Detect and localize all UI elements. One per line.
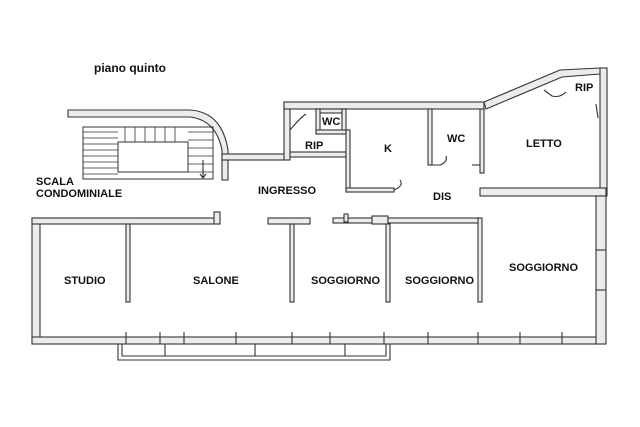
room-rip-left: RIP — [305, 140, 324, 152]
main-walls — [31, 195, 607, 345]
balcony — [117, 344, 391, 361]
doors — [289, 89, 599, 191]
room-dis: DIS — [433, 191, 452, 203]
windows — [125, 249, 606, 344]
room-rip-right: RIP — [575, 82, 594, 94]
room-wc-small: WC — [322, 116, 341, 128]
upper-walls — [221, 67, 608, 197]
room-ingresso: INGRESSO — [258, 185, 317, 197]
room-soggiorno-2: SOGGIORNO — [405, 275, 475, 287]
room-soggiorno-1: SOGGIORNO — [311, 275, 381, 287]
floor-title: piano quinto — [94, 61, 166, 75]
room-wc-right: WC — [447, 133, 466, 145]
stair-label-line2: CONDOMINIALE — [36, 188, 123, 200]
room-letto: LETTO — [526, 138, 562, 150]
room-kitchen: K — [384, 143, 392, 155]
room-studio: STUDIO — [64, 275, 106, 287]
room-soggiorno-3: SOGGIORNO — [509, 262, 579, 274]
room-salone: SALONE — [193, 275, 239, 287]
stair-label-line1: SCALA — [36, 176, 74, 188]
staircase — [67, 109, 229, 181]
